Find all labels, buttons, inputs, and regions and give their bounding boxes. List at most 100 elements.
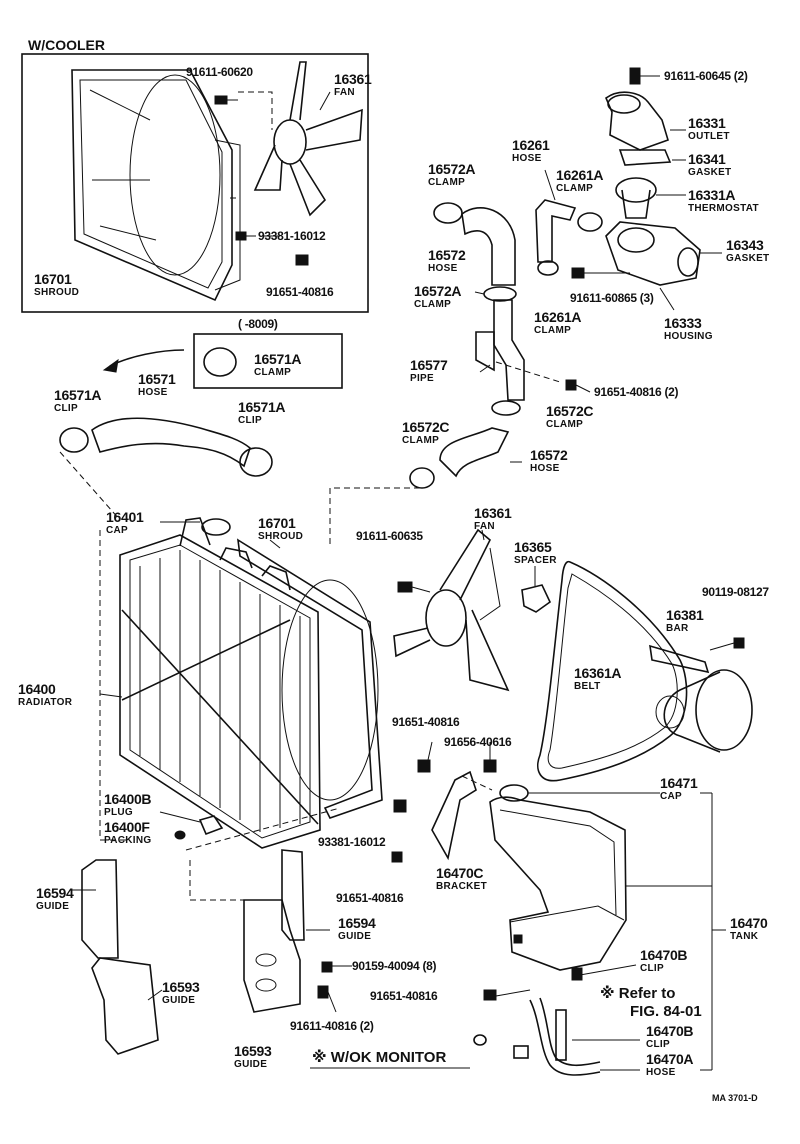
part-number: 91656-40616: [444, 735, 512, 749]
part-name: SHROUD: [258, 531, 304, 542]
part-number: 16333: [664, 315, 702, 331]
part-number: 16470C: [436, 865, 484, 881]
part-name: CLAMP: [534, 325, 572, 336]
part-number: 16343: [726, 237, 764, 253]
part-number: 16470: [730, 915, 768, 931]
refer-note: ※ Refer to: [600, 985, 676, 1002]
part-number: 16400B: [104, 791, 152, 807]
part-number: 16261A: [534, 309, 582, 325]
part-number: 16470B: [646, 1023, 694, 1039]
spacer-drawing: [521, 566, 552, 613]
hose-16572-lower-drawing: [409, 427, 522, 489]
part-name: CAP: [106, 525, 129, 536]
part-name: BRACKET: [436, 881, 487, 892]
part-number: 16400: [18, 681, 56, 697]
part-name: CLAMP: [556, 183, 594, 194]
fan-drawing: [393, 528, 510, 692]
part-number: 16594: [338, 915, 376, 931]
part-number: 16381: [666, 607, 704, 623]
part-number: 91651-40816: [392, 715, 460, 729]
hose-16572-upper-drawing: [433, 202, 517, 302]
part-name: BAR: [666, 623, 689, 634]
part-name: THERMOSTAT: [688, 203, 759, 214]
pipe-16577-drawing: [475, 299, 591, 416]
part-number: 16571A: [254, 351, 302, 367]
part-name: CLAMP: [414, 299, 452, 310]
part-number: 16361A: [574, 665, 622, 681]
part-number: 16361: [474, 505, 512, 521]
part-name: HOSE: [428, 263, 458, 274]
part-number: 93381-16012: [258, 229, 326, 243]
part-number: 91611-60620: [186, 65, 253, 79]
part-number: 16572A: [428, 161, 476, 177]
part-number: 16571A: [238, 399, 286, 415]
part-name: SPACER: [514, 555, 557, 566]
part-name: HOSE: [530, 463, 560, 474]
part-name: CLIP: [640, 963, 664, 974]
part-number: 16341: [688, 151, 726, 167]
part-number: 16365: [514, 539, 552, 555]
figure-code: MA 3701-D: [712, 1093, 758, 1103]
part-number: 91611-40816 (2): [290, 1019, 374, 1033]
part-name: CLAMP: [402, 435, 440, 446]
part-name: OUTLET: [688, 131, 730, 142]
part-name: FAN: [474, 521, 495, 532]
part-name: GUIDE: [338, 931, 372, 942]
guide-center-drawing: [243, 849, 352, 1013]
belt-drawing: [536, 560, 688, 782]
part-name: BELT: [574, 681, 601, 692]
bar-alternator-drawing: [649, 637, 753, 753]
part-name: CLAMP: [428, 177, 466, 188]
part-number: 91651-40816: [266, 285, 334, 299]
part-number: 16593: [234, 1043, 272, 1059]
part-number: 16571A: [54, 387, 102, 403]
tank-bracket-lines: [626, 792, 726, 1071]
cooler-shroud-drawing: [71, 69, 241, 302]
part-number: 16572C: [546, 403, 594, 419]
part-number: 93381-16012: [318, 835, 386, 849]
housing-drawing: [571, 221, 722, 311]
part-number: 16701: [258, 515, 296, 531]
part-number: 91651-40816: [336, 891, 404, 905]
part-number: 16593: [162, 979, 200, 995]
part-name: CAP: [660, 791, 683, 802]
part-name: PACKING: [104, 835, 152, 846]
part-number: 16470B: [640, 947, 688, 963]
part-number: 16470A: [646, 1051, 694, 1067]
part-number: 90119-08127: [702, 585, 769, 599]
part-name: RADIATOR: [18, 697, 73, 708]
shroud-drawing: [236, 538, 383, 819]
part-name: CLAMP: [254, 367, 292, 378]
part-name: TANK: [730, 931, 759, 942]
part-name: CLIP: [54, 403, 78, 414]
part-name: GUIDE: [234, 1059, 268, 1070]
part-name: HOSE: [646, 1067, 676, 1078]
radiator-cap-drawing: [160, 518, 231, 536]
part-name: HOSE: [512, 153, 542, 164]
cooler-leaders: [262, 91, 331, 237]
part-name: SHROUD: [34, 287, 80, 298]
cooler-bolt-drawing: [214, 95, 309, 266]
part-number: 16361: [334, 71, 372, 87]
bracket-drawing: [431, 770, 477, 861]
part-name: CLIP: [646, 1039, 670, 1050]
part-number: 16400F: [104, 819, 150, 835]
part-number: 16701: [34, 271, 72, 287]
guide-left-drawing: [70, 859, 163, 1055]
hose-16571-drawing: [59, 333, 343, 477]
hose-16261-drawing: [535, 169, 603, 276]
part-number: 91651-40816: [370, 989, 438, 1003]
part-number: 16571: [138, 371, 176, 387]
refer-note: FIG. 84-01: [630, 1003, 702, 1020]
cooler-title: W/COOLER: [28, 37, 105, 53]
part-name: CLIP: [238, 415, 262, 426]
monitor-note: ※ W/OK MONITOR: [312, 1049, 447, 1066]
part-name: GUIDE: [36, 901, 70, 912]
part-number: 16572: [530, 447, 568, 463]
plug-packing-drawing: [159, 811, 224, 840]
part-name: GASKET: [688, 167, 732, 178]
radiator-drawing: [99, 517, 321, 849]
part-number: 16261A: [556, 167, 604, 183]
part-name: PIPE: [410, 373, 434, 384]
